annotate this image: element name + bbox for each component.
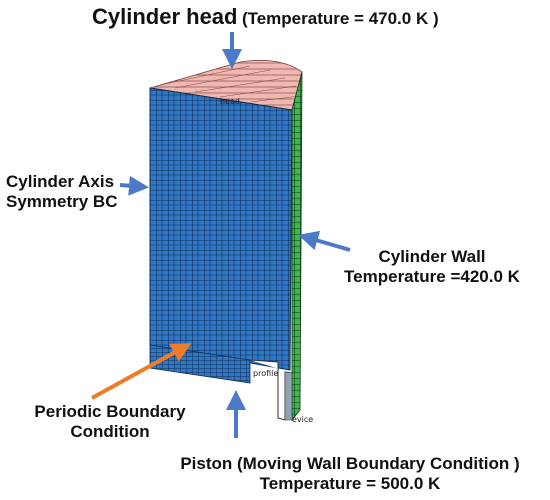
cylinder-head-temp: (Temperature = 470.0 K ): [241, 9, 439, 28]
symmetry-face-mesh: [149, 87, 293, 371]
mesh-tag-profile: profile: [253, 369, 279, 378]
periodic-label-line1: Periodic Boundary: [34, 402, 186, 421]
piston-label-line1: Piston (Moving Wall Boundary Condition ): [180, 454, 520, 473]
wall-label-line2: Temperature =420.0 K: [344, 267, 520, 287]
mesh-tag-head: head: [220, 97, 240, 106]
periodic-label: Periodic Boundary Condition: [10, 402, 210, 443]
mesh-tag-device: evice: [292, 415, 314, 424]
piston-label: Piston (Moving Wall Boundary Condition )…: [150, 454, 550, 495]
wall-label: Cylinder Wall Temperature =420.0 K: [332, 247, 532, 288]
cylinder-wall-strip: [291, 71, 303, 422]
piston-label-line2: Temperature = 500.0 K: [259, 474, 441, 494]
wall-label-line1: Cylinder Wall: [378, 247, 486, 266]
arrow-left-wall: [298, 230, 351, 252]
cylinder-head-title: Cylinder head: [92, 4, 238, 29]
axis-label-line1: Cylinder Axis: [6, 172, 115, 191]
axis-label: Cylinder Axis Symmetry BC: [6, 172, 118, 213]
arrow-diagonal-periodic: [91, 343, 192, 400]
periodic-label-line2: Condition: [70, 422, 150, 442]
arrow-right-axis: [119, 175, 149, 196]
cylinder-head-label: Cylinder head (Temperature = 470.0 K ): [92, 4, 439, 30]
axis-label-line2: Symmetry BC: [6, 192, 118, 212]
